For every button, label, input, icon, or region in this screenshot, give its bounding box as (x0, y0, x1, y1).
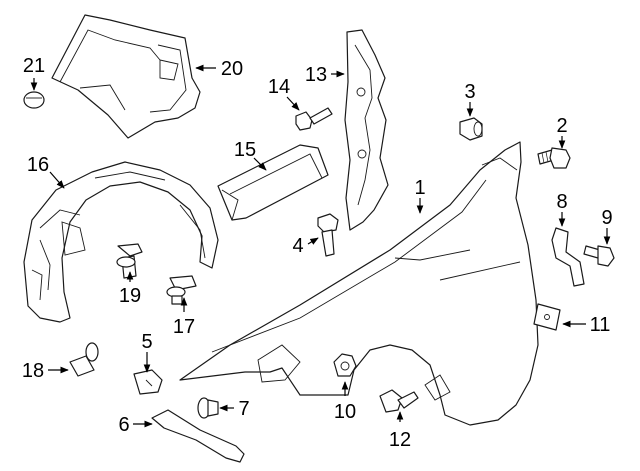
callout-9: 9 (601, 207, 612, 229)
callout-labels: 1 2 3 4 5 6 7 8 9 10 11 12 13 14 15 16 1… (22, 55, 613, 451)
clip-17-part (166, 275, 197, 305)
callout-16: 16 (27, 154, 49, 176)
callout-1: 1 (414, 177, 425, 199)
callout-19: 19 (119, 285, 141, 307)
callout-8: 8 (556, 191, 567, 213)
plug-21-part (23, 91, 45, 109)
callout-14: 14 (268, 76, 290, 98)
inner-panel-part (51, 14, 201, 139)
cap-part (459, 117, 483, 141)
leader-lines (30, 64, 611, 428)
nut-10-part (333, 353, 357, 377)
callout-12: 12 (389, 429, 411, 451)
bracket-6-part (151, 409, 245, 463)
bolt-14-part (295, 107, 333, 131)
bolt-4-part (317, 213, 339, 257)
callout-4: 4 (292, 235, 303, 257)
fender-bracket-part (344, 29, 389, 231)
callout-10: 10 (334, 401, 356, 423)
callout-6: 6 (118, 414, 129, 436)
callout-3: 3 (464, 81, 475, 103)
bolt-9-part (583, 245, 615, 267)
bracket-8-part (551, 227, 585, 287)
seal-part (217, 144, 329, 221)
clip-7-part (197, 397, 219, 419)
callout-2: 2 (556, 115, 567, 137)
callout-21: 21 (23, 55, 45, 77)
callout-20: 20 (221, 58, 243, 80)
bolt-2-part (537, 147, 571, 169)
callout-18: 18 (22, 360, 44, 382)
pad-11-part (533, 303, 561, 331)
callout-7: 7 (238, 398, 249, 420)
bracket-5-part (133, 369, 163, 395)
clip-18-part (69, 342, 99, 377)
callout-13: 13 (305, 64, 327, 86)
fender-part (179, 141, 539, 426)
callout-5: 5 (141, 331, 152, 353)
callout-15: 15 (234, 139, 256, 161)
callout-11: 11 (590, 314, 611, 336)
wheel-liner-part (23, 161, 219, 323)
bolt-12-part (379, 389, 419, 413)
callout-17: 17 (173, 316, 195, 338)
